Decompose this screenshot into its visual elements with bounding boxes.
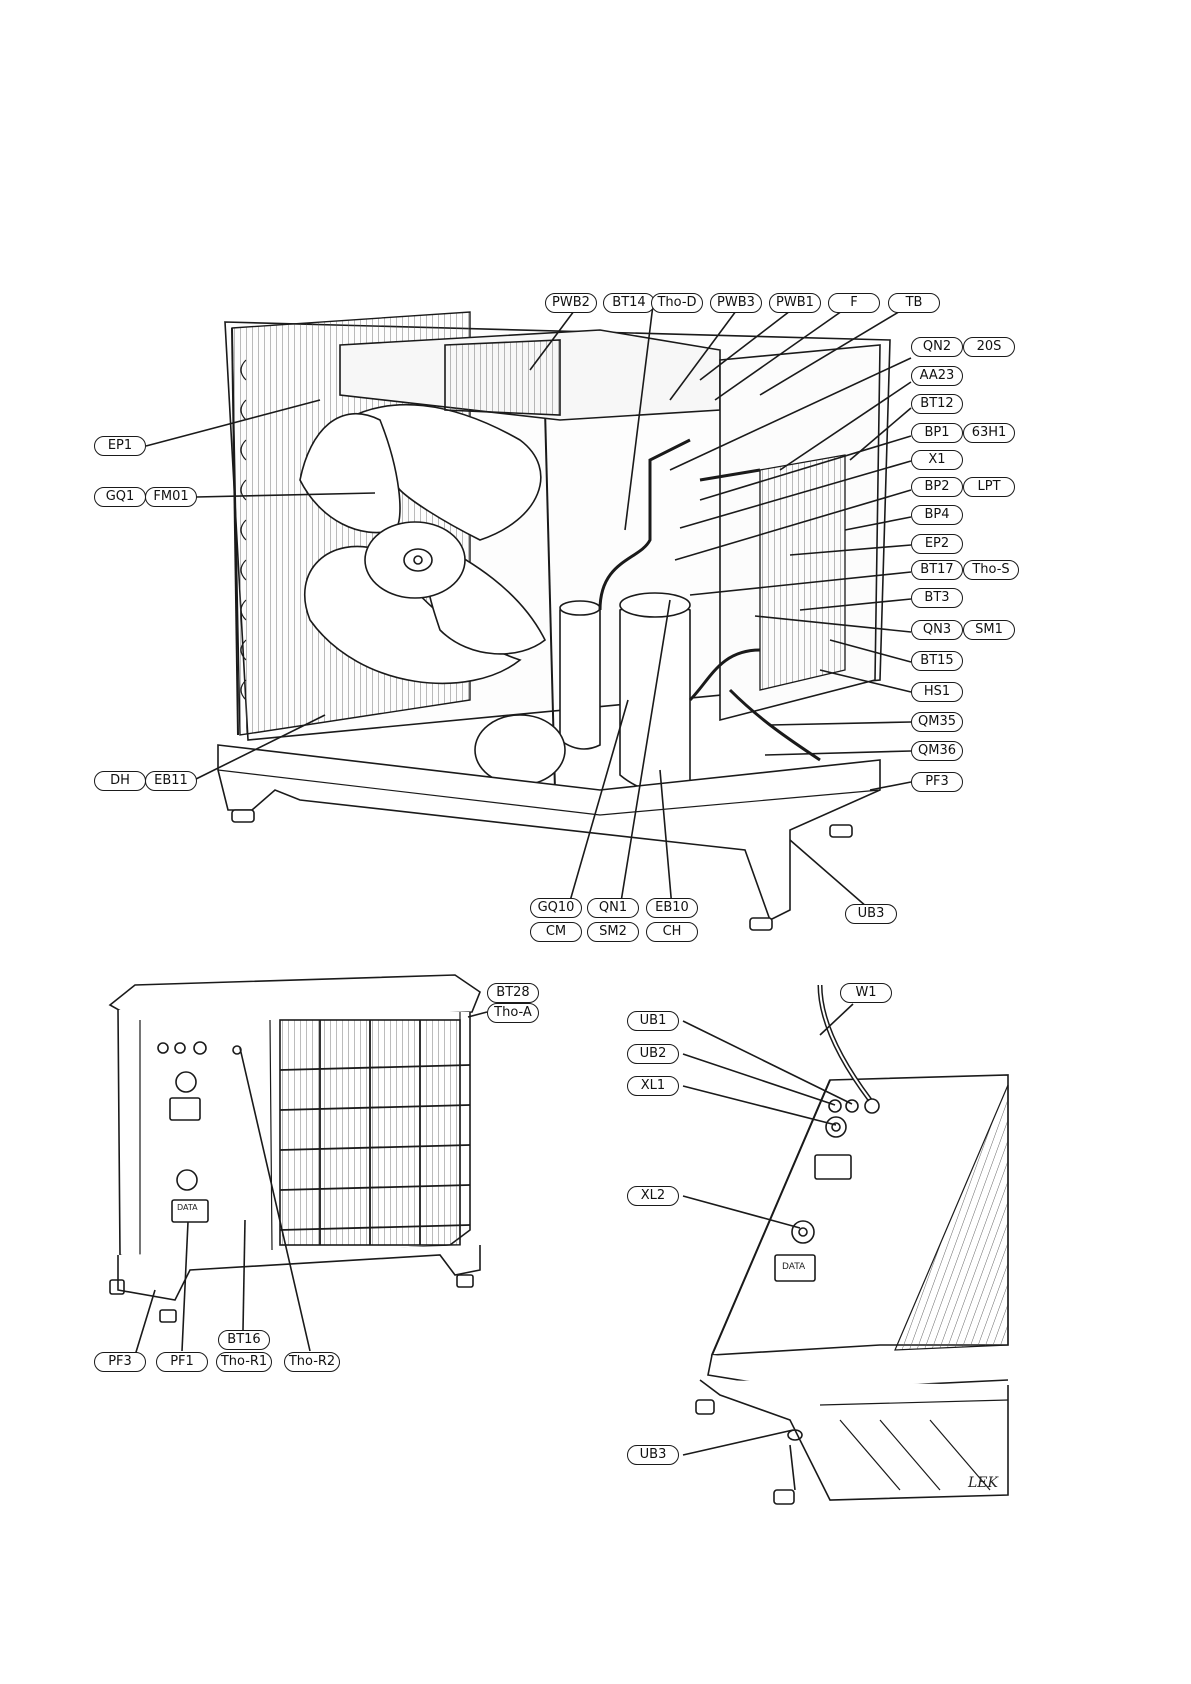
rear-data-plate: DATA	[177, 1203, 198, 1212]
label-bp1: BP1	[911, 423, 963, 443]
label-bt12: BT12	[911, 394, 963, 414]
label-ub3: UB3	[845, 904, 897, 924]
label-pwb2: PWB2	[545, 293, 597, 313]
label-tho-s: Tho-S	[963, 560, 1019, 580]
label-bt14: BT14	[603, 293, 655, 313]
label-pf3: PF3	[911, 772, 963, 792]
label-xl1: XL1	[627, 1076, 679, 1096]
label-eb11: EB11	[145, 771, 197, 791]
label-tho-r1: Tho-R1	[216, 1352, 272, 1372]
label-gq10: GQ10	[530, 898, 582, 918]
label-ep1: EP1	[94, 436, 146, 456]
label-bt3: BT3	[911, 588, 963, 608]
label-fm01: FM01	[145, 487, 197, 507]
brand-fragment: LEK	[968, 1475, 998, 1491]
label-bt28: BT28	[487, 983, 539, 1003]
label-qn3: QN3	[911, 620, 963, 640]
label-sm2: SM2	[587, 922, 639, 942]
label-20s: 20S	[963, 337, 1015, 357]
label-xl2: XL2	[627, 1186, 679, 1206]
label-dh: DH	[94, 771, 146, 791]
label-qm35: QM35	[911, 712, 963, 732]
label-lpt: LPT	[963, 477, 1015, 497]
label-hs1: HS1	[911, 682, 963, 702]
label-aa23: AA23	[911, 366, 963, 386]
label-ub3-connection: UB3	[627, 1445, 679, 1465]
label-f: F	[828, 293, 880, 313]
label-tb: TB	[888, 293, 940, 313]
label-bt17: BT17	[911, 560, 963, 580]
label-pwb1: PWB1	[769, 293, 821, 313]
label-63h1: 63H1	[963, 423, 1015, 443]
label-ub1: UB1	[627, 1011, 679, 1031]
label-sm1: SM1	[963, 620, 1015, 640]
label-x1: X1	[911, 450, 963, 470]
label-ch: CH	[646, 922, 698, 942]
label-bt16: BT16	[218, 1330, 270, 1350]
label-eb10: EB10	[646, 898, 698, 918]
label-ub2: UB2	[627, 1044, 679, 1064]
label-bp4: BP4	[911, 505, 963, 525]
label-qm36: QM36	[911, 741, 963, 761]
label-bt15: BT15	[911, 651, 963, 671]
rear-view-drawing	[110, 975, 480, 1322]
label-qn1: QN1	[587, 898, 639, 918]
label-qn2: QN2	[911, 337, 963, 357]
label-pf3-rear: PF3	[94, 1352, 146, 1372]
main-unit-drawing	[218, 312, 890, 930]
label-gq1: GQ1	[94, 487, 146, 507]
label-cm: CM	[530, 922, 582, 942]
label-ep2: EP2	[911, 534, 963, 554]
connection-data-plate: DATA	[782, 1262, 805, 1272]
label-pwb3: PWB3	[710, 293, 762, 313]
label-tho-r2: Tho-R2	[284, 1352, 340, 1372]
label-tho-d: Tho-D	[651, 293, 703, 313]
compressor-drawing	[560, 593, 690, 793]
label-bp2: BP2	[911, 477, 963, 497]
label-pf1: PF1	[156, 1352, 208, 1372]
label-w1: W1	[840, 983, 892, 1003]
label-tho-a: Tho-A	[487, 1003, 539, 1023]
connection-view-drawing	[696, 985, 1008, 1504]
